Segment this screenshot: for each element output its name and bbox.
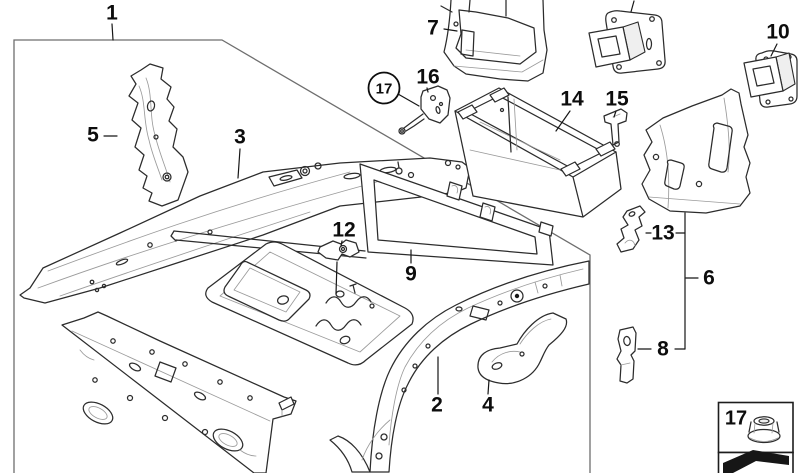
- part-4-bracket-drawing: [477, 312, 568, 385]
- bumper-mount-top-drawing: [588, 0, 666, 74]
- callout-17-label[interactable]: 17: [376, 80, 393, 97]
- callout-7[interactable]: 7: [427, 17, 458, 40]
- callout-10-label[interactable]: 10: [766, 21, 789, 44]
- callout-6-label[interactable]: 6: [703, 267, 715, 290]
- part-8-bracket-drawing: [616, 326, 637, 384]
- part-12-clip-drawing: [317, 239, 360, 261]
- callout-3[interactable]: 3: [234, 126, 246, 179]
- diagram-frame-border: [13, 39, 591, 473]
- leader-7: [443, 28, 458, 32]
- legend-17-label: 17: [725, 407, 747, 429]
- callout-12-label[interactable]: 12: [332, 219, 355, 242]
- callout-1-label[interactable]: 1: [106, 2, 118, 25]
- callout-1[interactable]: 1: [106, 2, 118, 41]
- leader-3: [237, 148, 241, 179]
- callout-10[interactable]: 10: [766, 21, 790, 57]
- part-10-mount-drawing: [743, 50, 798, 108]
- part-6-side-support-drawing: [641, 88, 751, 214]
- leader-12-upper: [340, 240, 343, 247]
- callout-17-circled[interactable]: 17: [367, 71, 420, 107]
- part-2-arch-rail-drawing: [329, 260, 590, 473]
- callout-13-label[interactable]: 13: [651, 222, 674, 245]
- callout-2-label[interactable]: 2: [431, 394, 443, 417]
- leader-14: [555, 110, 571, 132]
- legend-cell-17: [717, 401, 794, 454]
- callout-4[interactable]: 4: [482, 379, 494, 417]
- legend-table: 17: [717, 401, 794, 473]
- callout-group-6: 13 6 8: [637, 212, 715, 361]
- leader-10: [770, 43, 778, 57]
- part-7-tray-drawing: [440, 0, 548, 82]
- callout-14-label[interactable]: 14: [560, 88, 584, 111]
- callout-9-label[interactable]: 9: [405, 263, 417, 286]
- part-16-bracket-drawing: [398, 85, 451, 135]
- leader-4: [487, 379, 490, 395]
- rear-bulkhead-panel-drawing: [61, 311, 297, 473]
- callout-2[interactable]: 2: [431, 356, 443, 417]
- leader-15: [613, 110, 617, 118]
- direction-arrow-icon: [723, 450, 789, 473]
- part-5-support-bracket-drawing: [128, 63, 189, 207]
- callout-4-label[interactable]: 4: [482, 394, 494, 417]
- callout-3-label[interactable]: 3: [234, 126, 246, 149]
- leader-12-lower: [335, 261, 338, 295]
- callout-15[interactable]: 15: [605, 88, 629, 118]
- callout-5[interactable]: 5: [87, 124, 118, 147]
- flange-nut-icon: [747, 416, 781, 444]
- callout-17-circle[interactable]: [367, 71, 401, 105]
- callout-16[interactable]: 16: [416, 66, 440, 93]
- leader-1: [111, 23, 114, 41]
- callout-16-label[interactable]: 16: [416, 66, 439, 89]
- trunk-floor-pan-drawing: [205, 241, 414, 366]
- leader-17: [397, 93, 420, 107]
- part-14-storage-bin-drawing: [454, 87, 622, 218]
- callout-9[interactable]: 9: [405, 249, 417, 286]
- callout-7-label[interactable]: 7: [427, 17, 439, 40]
- callout-14[interactable]: 14: [555, 88, 584, 132]
- leader-16: [426, 87, 429, 93]
- part-3-sill-rail-drawing: [19, 157, 471, 304]
- callout-8-label[interactable]: 8: [657, 338, 669, 361]
- callout-15-label[interactable]: 15: [605, 88, 629, 111]
- callout-5-label[interactable]: 5: [87, 124, 99, 147]
- part-13-clip-drawing: [616, 205, 646, 253]
- callout-12[interactable]: 12: [332, 219, 356, 295]
